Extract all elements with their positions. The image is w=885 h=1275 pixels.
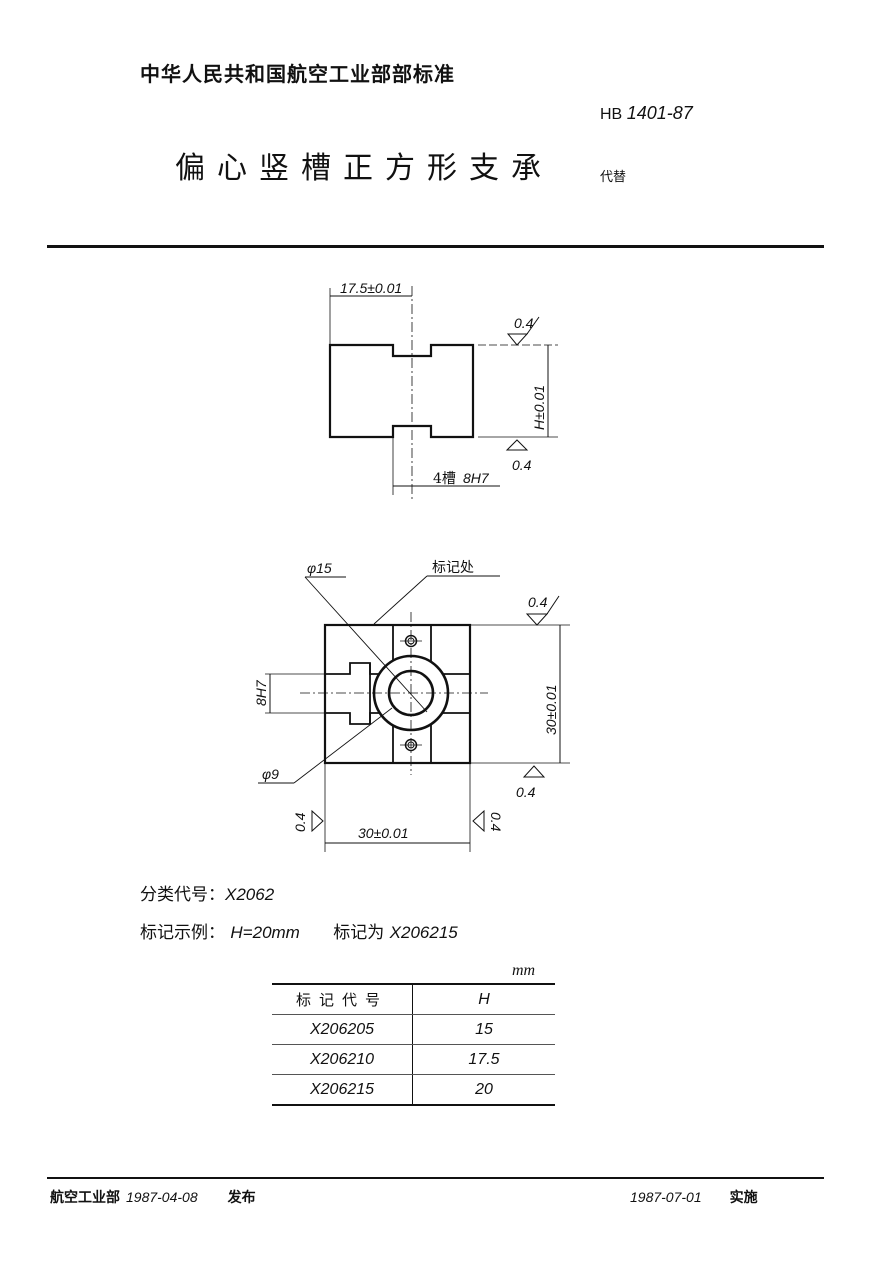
table-unit: mm xyxy=(512,962,536,979)
effective-info: 1987-07-01 实施 xyxy=(630,1187,758,1207)
dia-outer-label: φ15 xyxy=(307,560,332,576)
cell-h: 20 xyxy=(412,1074,555,1106)
marking-location-label: 标记处 xyxy=(432,560,474,576)
standard-code-prefix: HB xyxy=(600,106,623,123)
slot-width-label: 8H7 xyxy=(253,679,269,706)
standard-code: HB 1401-87 xyxy=(600,103,693,124)
technical-drawing: 17.5±0.01 0.4 H±0.01 0.4 4槽 8H7 φ15 标记处 … xyxy=(253,280,570,852)
dim-height-top: H±0.01 xyxy=(531,385,547,430)
issue-label: 发布 xyxy=(227,1190,256,1206)
document-title: 偏心竖槽正方形支承 xyxy=(175,151,553,186)
classification-line: 分类代号：X2062 xyxy=(140,880,274,905)
slot-note-prefix: 4槽 xyxy=(433,471,456,487)
roughness-top-1: 0.4 xyxy=(514,315,534,331)
dia-inner-label: φ9 xyxy=(262,766,279,782)
cell-h: 15 xyxy=(412,1014,555,1045)
cell-code: X206215 xyxy=(272,1074,413,1106)
classification-label: 分类代号： xyxy=(140,885,225,905)
slot-note-fit: 8H7 xyxy=(463,470,490,486)
issuing-organization: 中华人民共和国航空工业部部标准 xyxy=(140,62,455,86)
marking-example-label: 标记示例： xyxy=(140,923,225,943)
dim-width-top: 17.5±0.01 xyxy=(340,280,402,296)
table-row: X206210 17.5 xyxy=(272,1044,555,1075)
marked-as-value: X206215 xyxy=(389,923,458,942)
roughness-bottom-2: 0.4 xyxy=(516,784,536,800)
issue-info: 航空工业部 1987-04-08 发布 xyxy=(50,1187,256,1207)
plan-view xyxy=(258,575,570,852)
cell-h: 17.5 xyxy=(412,1044,555,1075)
roughness-top-2: 0.4 xyxy=(528,594,548,610)
roughness-left: 0.4 xyxy=(292,812,308,832)
cell-code: X206205 xyxy=(272,1014,413,1045)
marking-example-line: 标记示例： H=20mm 标记为 X206215 xyxy=(140,918,458,943)
standard-code-number: 1401-87 xyxy=(626,103,693,123)
replaces-label: 代替 xyxy=(600,170,627,185)
marking-example-condition: H=20mm xyxy=(230,923,300,942)
issue-date: 1987-04-08 xyxy=(126,1189,198,1205)
header-h: H xyxy=(412,983,555,1015)
cell-code: X206210 xyxy=(272,1044,413,1075)
table-row: X206205 15 xyxy=(272,1014,555,1045)
table-header-row: 标记代号 H xyxy=(272,983,555,1015)
footer-divider xyxy=(47,1177,824,1179)
roughness-bottom-1: 0.4 xyxy=(512,457,532,473)
effective-label: 实施 xyxy=(729,1190,758,1206)
header-marking-code: 标记代号 xyxy=(272,983,413,1015)
effective-date: 1987-07-01 xyxy=(630,1189,702,1205)
side-view xyxy=(328,286,558,500)
dim-width-bottom: 30±0.01 xyxy=(358,825,409,841)
marked-as-label: 标记为 xyxy=(333,923,385,943)
spec-table: 标记代号 H X206205 15 X206210 17.5 X206215 2… xyxy=(272,983,555,1106)
table-row: X206215 20 xyxy=(272,1074,555,1106)
header-divider xyxy=(47,245,824,248)
classification-value: X2062 xyxy=(225,885,275,904)
issuer: 航空工业部 xyxy=(50,1190,120,1206)
roughness-right: 0.4 xyxy=(488,812,504,832)
dim-height-bottom: 30±0.01 xyxy=(543,684,559,735)
